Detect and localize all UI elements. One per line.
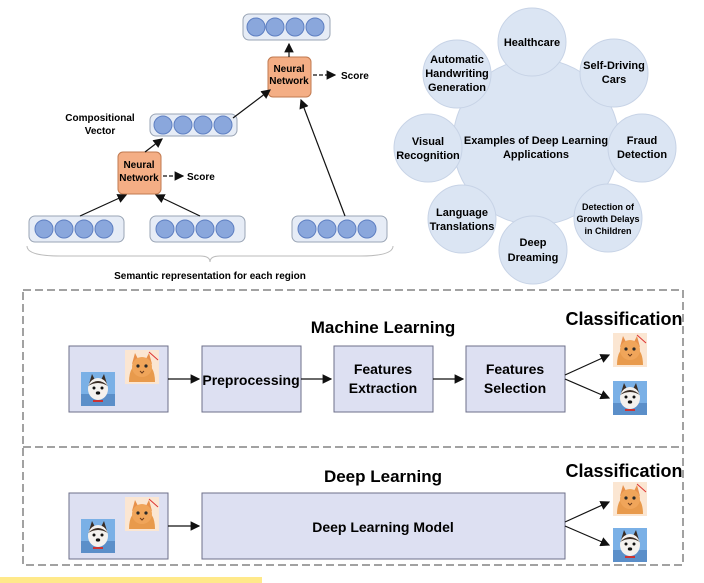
nn-top-line1: Neural [273,64,304,75]
pipeline-outer-frame [22,289,684,566]
fraud-line1: Fraud [627,135,658,147]
arrow-comp-to-nn [232,89,271,119]
pipeline-panels [22,289,684,566]
semantic-caption: Semantic representation for each region [114,271,306,282]
healthcare-label: Healthcare [504,37,560,49]
dreaming-line2: Dreaming [508,252,559,264]
features-extraction-line1: Features [354,361,413,377]
dl-arrow-to-cat [564,501,611,523]
highlight-strip [0,577,262,583]
rnn-diagram [26,13,394,263]
ml-classification-title: Classification [565,309,682,329]
bubble-visual [393,113,463,183]
score-label-bottom: Score [187,172,215,183]
arrow-in3-to-nn [299,98,346,217]
ml-arrow-to-cat [564,354,611,376]
nn-bottom-line1: Neural [123,160,154,171]
growth-line3: in Children [585,226,632,236]
self-driving-line1: Self-Driving [583,60,645,72]
bubble-handwriting [422,39,492,109]
compositional-vector-line1: Compositional [65,113,135,124]
handwriting-line3: Generation [428,82,486,94]
self-driving-line2: Cars [602,74,626,86]
dl-output-cat-icon [612,481,648,517]
bubble-language [427,184,497,254]
arrow-in2-to-nn [154,194,201,217]
visual-line1: Visual [412,136,444,148]
features-selection-line2: Selection [484,380,546,396]
growth-line1: Detection of [582,202,635,212]
center-line2: Applications [503,149,569,161]
language-line1: Language [436,207,488,219]
compositional-vector-line2: Vector [85,126,116,137]
dreaming-line1: Deep [520,237,547,249]
bubble-self-driving [579,38,649,108]
visual-line2: Recognition [396,150,460,162]
dl-arrow-to-dog [564,525,611,547]
dl-title: Deep Learning [324,467,442,486]
cat-photo-icon [124,349,160,385]
deep-learning-model-box [201,492,566,560]
dl-dog-photo-icon [81,519,115,553]
features-selection-line1: Features [486,361,545,377]
fraud-line2: Detection [617,149,667,161]
bubble-healthcare [497,7,567,77]
neural-network-bottom [117,151,162,195]
dl-cat-photo-icon [124,496,160,532]
ml-title: Machine Learning [311,318,456,337]
ml-arrow-to-dog [564,378,611,400]
features-extraction-box [333,345,434,413]
center-line1: Examples of Deep Learning [464,135,608,147]
ml-output-dog-icon [613,381,647,415]
handwriting-line1: Automatic [430,54,484,66]
dog-photo-icon [81,372,115,406]
preprocessing-label: Preprocessing [202,372,299,388]
nn-bottom-line2: Network [119,173,159,184]
bubble-deep-dreaming [498,215,568,285]
score-label-top: Score [341,71,369,82]
applications-bubble-diagram [393,7,677,285]
semantic-brace [26,245,394,263]
handwriting-line2: Handwriting [425,68,489,80]
arrow-in1-to-nn [79,194,128,217]
features-selection-box [465,345,566,413]
deep-learning-model-label: Deep Learning Model [312,519,454,535]
ml-output-cat-icon [612,332,648,368]
arrow-nn-to-comp [144,138,163,153]
nn-top-line2: Network [269,76,309,87]
dl-classification-title: Classification [565,461,682,481]
bubble-fraud [607,113,677,183]
growth-line2: Growth Delays [576,214,639,224]
language-line2: Translations [430,221,495,233]
features-extraction-line2: Extraction [349,380,417,396]
dl-output-dog-icon [613,528,647,562]
bubble-growth-delays [573,183,643,253]
